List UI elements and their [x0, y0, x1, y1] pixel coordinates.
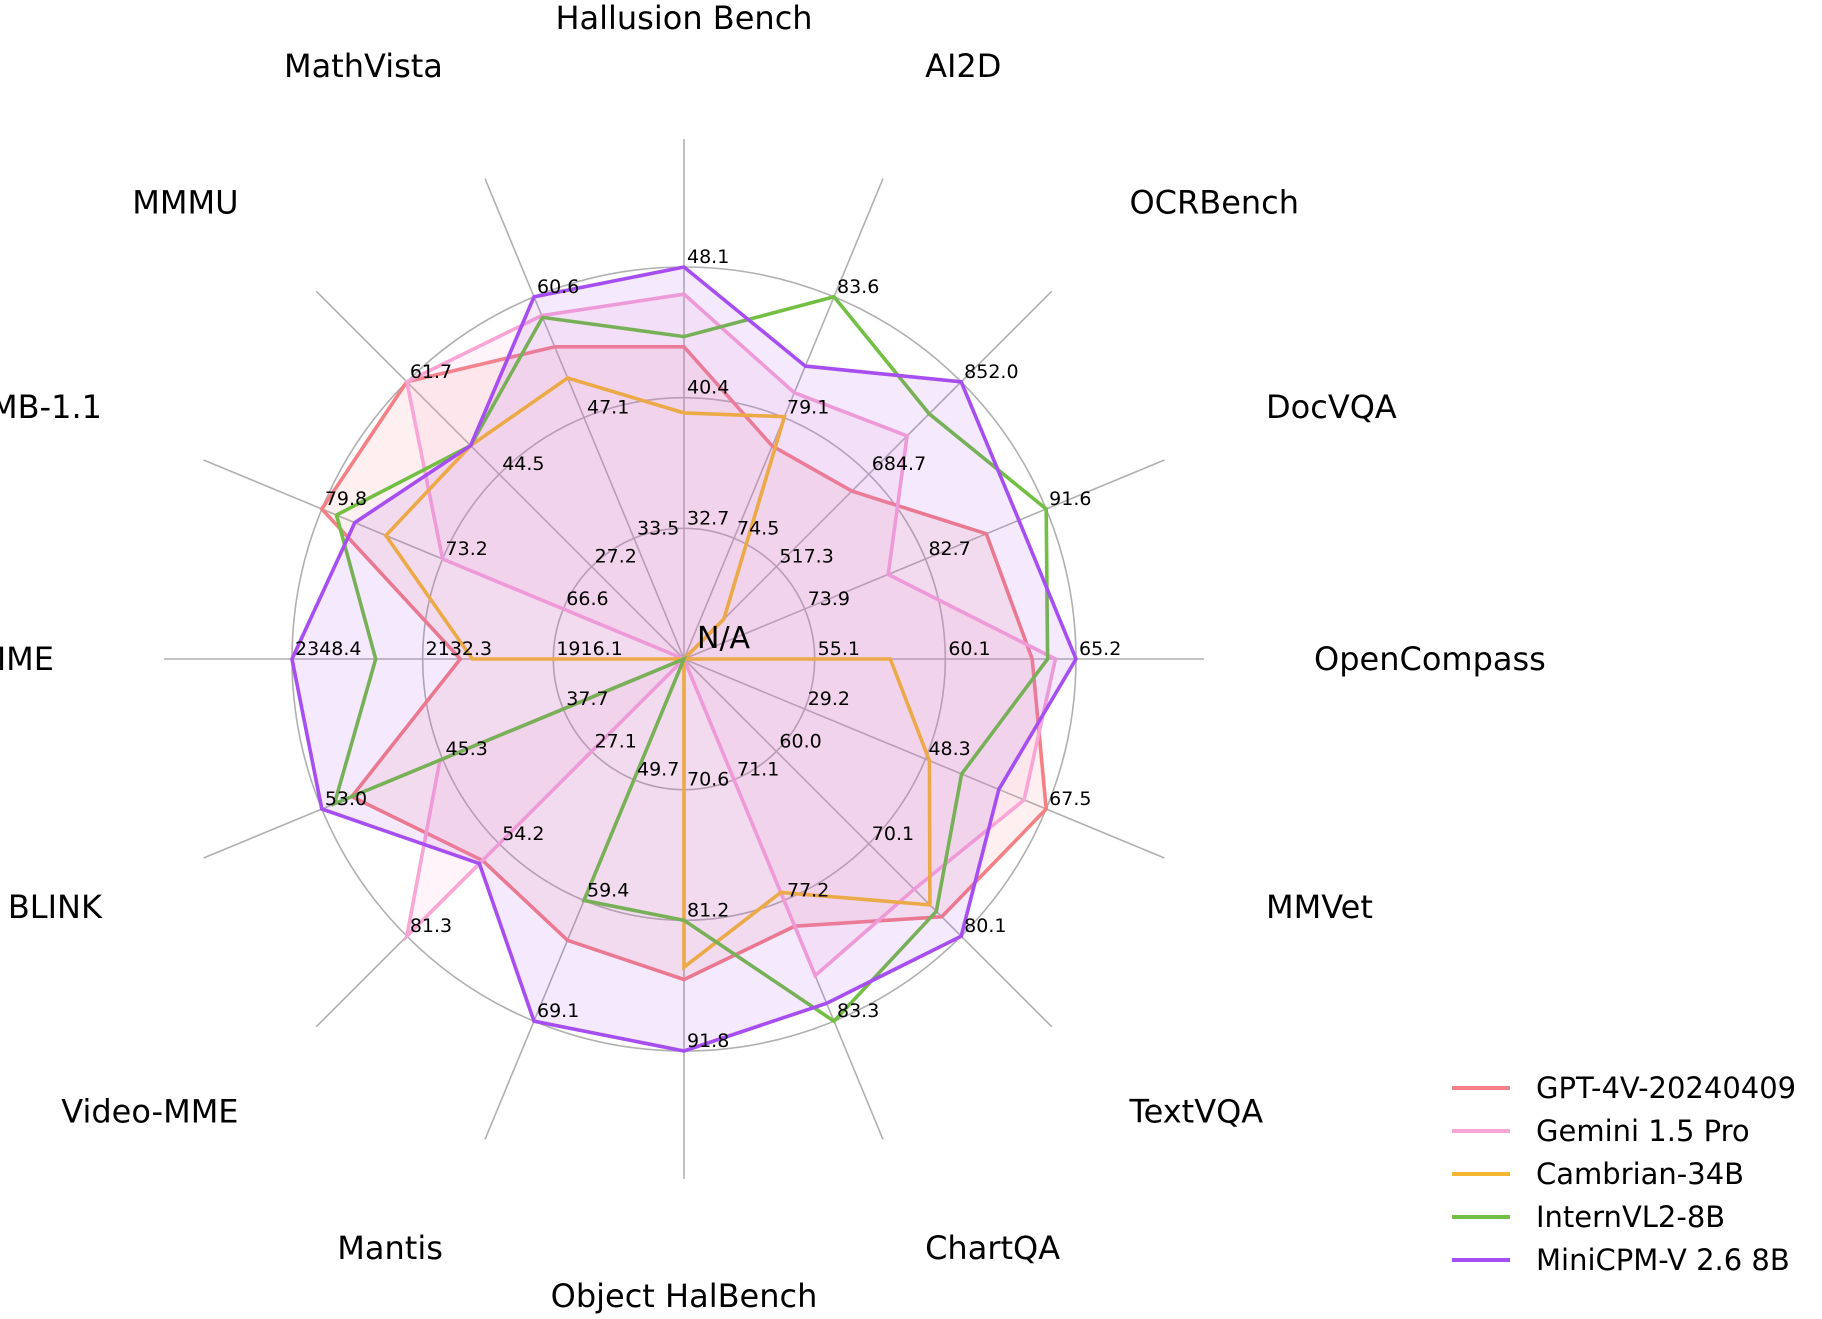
- tick-label-ai2d-1: 74.5: [737, 517, 779, 539]
- tick-label-docvqa-3: 91.6: [1049, 488, 1091, 510]
- tick-label-mantis-2: 59.4: [587, 879, 629, 901]
- tick-label-ocrbench-3: 852.0: [964, 361, 1018, 383]
- axis-label-docvqa: DocVQA: [1266, 388, 1397, 426]
- tick-label-blink-1: 37.7: [566, 688, 608, 710]
- tick-label-object-halbench-2: 81.2: [687, 899, 729, 921]
- tick-label-chartqa-1: 71.1: [737, 759, 779, 781]
- tick-label-blink-3: 53.0: [325, 788, 367, 810]
- axis-label-mathvista: MathVista: [284, 47, 443, 85]
- axis-label-video-mme: Video-MME: [61, 1092, 238, 1130]
- spoke-ocrbench: [683, 290, 1053, 660]
- axis-label-chartqa: ChartQA: [925, 1229, 1060, 1267]
- legend-label-gemini-1-5-pro: Gemini 1.5 Pro: [1536, 1114, 1750, 1148]
- axis-label-mme: MME: [0, 640, 54, 678]
- axis-label-ocrbench: OCRBench: [1129, 184, 1299, 222]
- tick-label-opencompass-1: 55.1: [818, 638, 860, 660]
- axis-label-mmmu: MMMU: [132, 184, 238, 222]
- spoke-mmmu: [315, 290, 685, 660]
- tick-label-docvqa-2: 82.7: [928, 538, 970, 560]
- tick-label-mathvista-2: 47.1: [587, 397, 629, 419]
- tick-label-object-halbench-1: 70.6: [687, 769, 729, 791]
- tick-label-hallusion-bench-3: 48.1: [687, 246, 729, 268]
- axis-label-mmvet: MMVet: [1266, 888, 1373, 926]
- radar-series: [290, 265, 1079, 1053]
- tick-label-mathvista-1: 33.5: [637, 517, 679, 539]
- tick-label-textvqa-2: 70.1: [872, 823, 914, 845]
- tick-label-blink-2: 45.3: [446, 738, 488, 760]
- tick-label-mmmu-1: 27.2: [595, 546, 637, 568]
- tick-label-docvqa-1: 73.9: [808, 588, 850, 610]
- legend-label-internvl2-8b: InternVL2-8B: [1536, 1200, 1725, 1234]
- tick-label-video-mme-1: 27.1: [595, 730, 637, 752]
- tick-label-ocrbench-1: 517.3: [779, 546, 833, 568]
- center-label: N/A: [697, 621, 751, 656]
- tick-label-mantis-1: 49.7: [637, 759, 679, 781]
- tick-label-mmb-1-1-3: 79.8: [325, 488, 367, 510]
- tick-label-chartqa-2: 77.2: [787, 879, 829, 901]
- axis-label-textvqa: TextVQA: [1128, 1092, 1263, 1130]
- spoke-docvqa: [683, 459, 1165, 660]
- series-cambrian-34b: [383, 376, 932, 971]
- axis-label-blink: BLINK: [8, 888, 103, 926]
- series-gemini-1-5-pro: [403, 292, 1058, 979]
- tick-label-mmvet-1: 29.2: [808, 688, 850, 710]
- axis-label-mmb-1-1: MMB-1.1: [0, 388, 102, 426]
- tick-label-mmmu-2: 44.5: [502, 453, 544, 475]
- tick-label-mmmu-3: 61.7: [410, 361, 452, 383]
- tick-label-mantis-3: 69.1: [537, 1000, 579, 1022]
- axis-label-mantis: Mantis: [337, 1229, 443, 1267]
- axis-label-hallusion-bench: Hallusion Bench: [555, 0, 812, 37]
- tick-label-mme-3: 2348.4: [295, 638, 361, 660]
- legend-label-gpt-4v-20240409: GPT-4V-20240409: [1536, 1071, 1796, 1105]
- spoke-textvqa: [683, 658, 1053, 1028]
- tick-label-ocrbench-2: 684.7: [872, 453, 926, 475]
- tick-label-opencompass-3: 65.2: [1079, 638, 1121, 660]
- axis-label-opencompass: OpenCompass: [1314, 640, 1546, 678]
- tick-label-hallusion-bench-1: 32.7: [687, 507, 729, 529]
- tick-label-textvqa-1: 60.0: [779, 730, 821, 752]
- spoke-mathvista: [484, 178, 685, 660]
- tick-label-mmb-1-1-2: 73.2: [446, 538, 488, 560]
- radar-labels: N/A 55.1 60.1 65.2 29.2 48.3 67.5 60.0 70.1 80.1…: [0, 0, 1546, 1315]
- tick-label-video-mme-3: 81.3: [410, 915, 452, 937]
- series-minicpm-v-2-6-8b: [290, 265, 1079, 1053]
- spoke-mmvet: [683, 658, 1165, 859]
- tick-label-ai2d-3: 83.6: [837, 276, 879, 298]
- axis-label-ai2d: AI2D: [925, 47, 1001, 85]
- tick-label-mmvet-2: 48.3: [928, 738, 970, 760]
- legend-label-cambrian-34b: Cambrian-34B: [1536, 1157, 1744, 1191]
- tick-label-chartqa-3: 83.3: [837, 1000, 879, 1022]
- tick-label-mme-2: 2132.3: [426, 638, 492, 660]
- tick-label-mmb-1-1-1: 66.6: [566, 588, 608, 610]
- tick-label-hallusion-bench-2: 40.4: [687, 377, 729, 399]
- legend-label-minicpm-v-2-6-8b: MiniCPM-V 2.6 8B: [1536, 1243, 1790, 1277]
- axis-label-object-halbench: Object HalBench: [551, 1277, 818, 1314]
- tick-label-opencompass-2: 60.1: [948, 638, 990, 660]
- tick-label-video-mme-2: 54.2: [502, 823, 544, 845]
- tick-label-mmvet-3: 67.5: [1049, 788, 1091, 810]
- tick-label-object-halbench-3: 91.8: [687, 1030, 729, 1052]
- tick-label-ai2d-2: 79.1: [787, 397, 829, 419]
- tick-label-mme-1: 1916.1: [556, 638, 622, 660]
- tick-label-textvqa-3: 80.1: [964, 915, 1006, 937]
- tick-label-mathvista-3: 60.6: [537, 276, 579, 298]
